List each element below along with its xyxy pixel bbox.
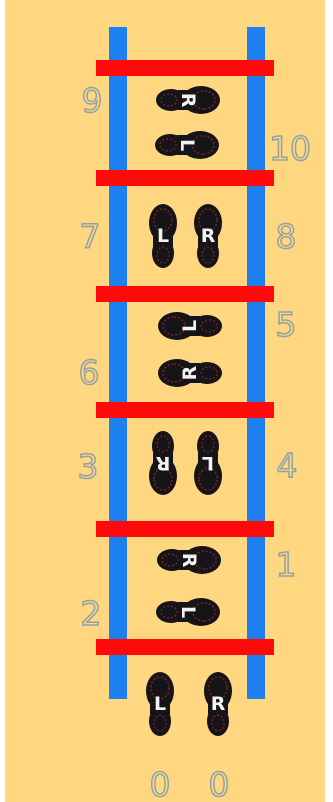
footprint-step-2: L — [156, 598, 220, 626]
ladder-rung — [96, 521, 274, 537]
step-number-6: 6 — [79, 353, 100, 392]
footprint-label: L — [154, 693, 166, 715]
step-number-0-left: 0 — [150, 765, 171, 802]
ladder-rung — [96, 60, 274, 76]
footprint-step-8: R — [194, 204, 222, 268]
ladder-rung — [96, 402, 274, 418]
footprint-step-3: R — [149, 431, 177, 495]
step-number-10: 10 — [269, 129, 311, 168]
footprint-label: L — [179, 320, 201, 332]
footprint-label: R — [201, 225, 216, 247]
footprint-label: R — [211, 693, 226, 715]
ladder-rail-left — [109, 27, 127, 699]
ladder-rung — [96, 286, 274, 302]
footprint-label: L — [176, 139, 198, 151]
footprint-label: L — [202, 452, 214, 474]
step-number-2: 2 — [81, 594, 102, 633]
footprint-step-10: L — [155, 131, 219, 159]
footprint-label: R — [177, 93, 199, 108]
ladder-rung — [96, 639, 274, 655]
footprint-step-5: L — [158, 312, 222, 340]
footprint-label: L — [177, 606, 199, 618]
step-number-9: 9 — [82, 81, 103, 120]
footprint-step-4: L — [194, 431, 222, 495]
step-number-5: 5 — [276, 305, 297, 344]
step-number-0-right: 0 — [209, 765, 230, 802]
step-number-3: 3 — [78, 447, 99, 486]
ladder-rail-right — [247, 27, 265, 699]
footprint-step-6: R — [158, 359, 222, 387]
footprint-label: R — [155, 452, 170, 474]
footprint-step-1: R — [157, 546, 221, 574]
step-number-8: 8 — [276, 217, 297, 256]
footprint-label: L — [157, 225, 169, 247]
step-number-7: 7 — [80, 217, 101, 256]
footprint-step-7: L — [149, 204, 177, 268]
step-number-4: 4 — [277, 446, 298, 485]
footprint-label: R — [178, 553, 200, 568]
footprint-start-right: R — [204, 672, 232, 736]
footprint-step-9: R — [156, 86, 220, 114]
ladder-rung — [96, 170, 274, 186]
step-number-1: 1 — [276, 545, 297, 584]
footprint-start-left: L — [146, 672, 174, 736]
footprint-label: R — [179, 365, 201, 380]
